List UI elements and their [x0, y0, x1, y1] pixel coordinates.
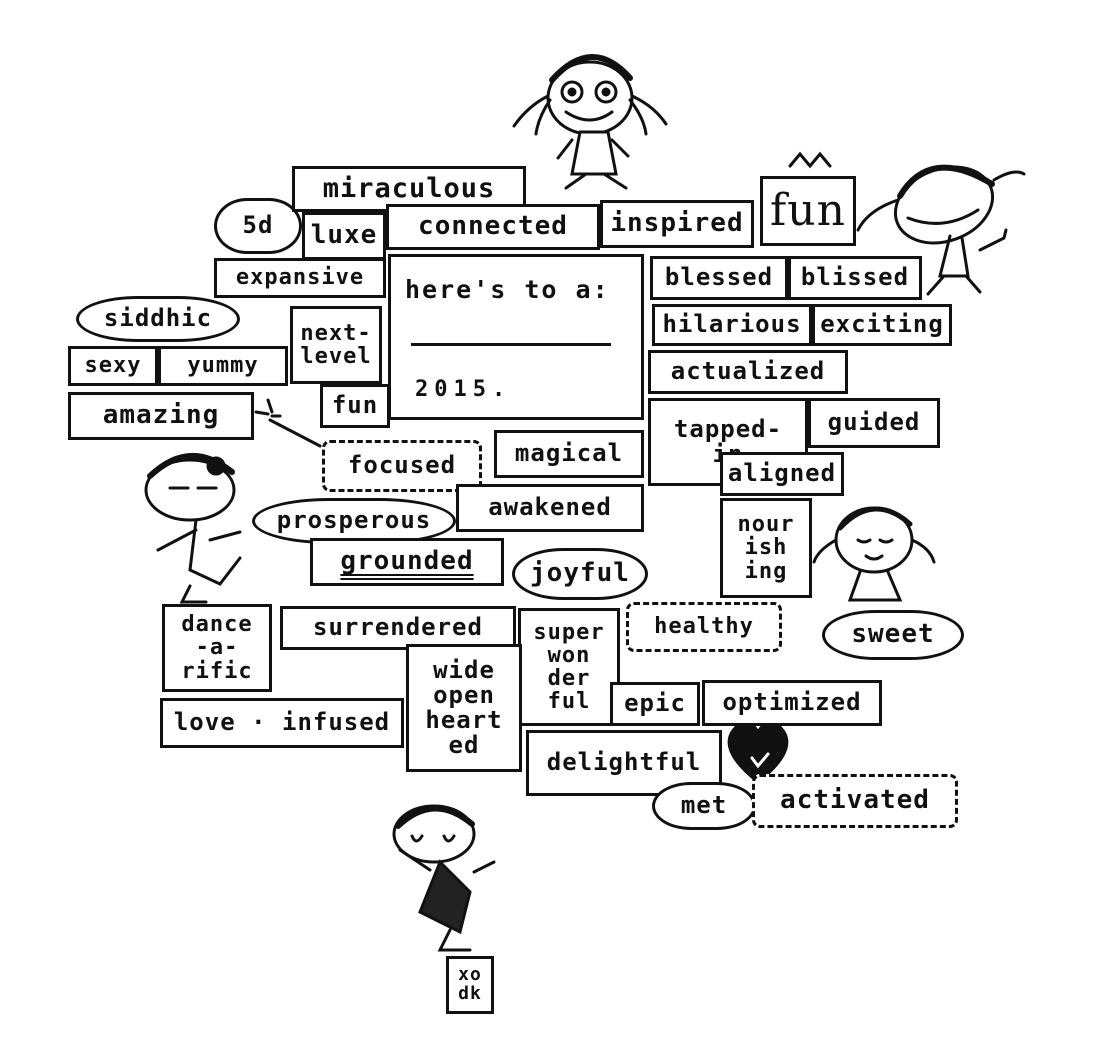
card-heading: here's to a: — [405, 275, 610, 304]
left-character-doodle — [144, 452, 242, 604]
word-luxe: luxe — [302, 212, 386, 260]
card-blank-line — [411, 343, 611, 346]
heart-doodle — [727, 720, 789, 784]
center-card: here's to a: 2015. — [388, 254, 644, 420]
card-year: 2015. — [415, 377, 512, 402]
word-blessed: blessed — [650, 256, 788, 300]
word-joyful: joyful — [512, 548, 648, 600]
signature-box: xo dk — [446, 956, 494, 1014]
word-exciting: exciting — [812, 304, 952, 346]
word-focused: focused — [322, 440, 482, 492]
word-magical: magical — [494, 430, 644, 478]
word-inspired: inspired — [600, 200, 754, 248]
word-love-infused: love · infused — [160, 698, 404, 748]
grounded-label: grounded — [340, 546, 474, 577]
word-yummy: yummy — [158, 346, 288, 386]
word-healthy: healthy — [626, 602, 782, 652]
word-super-wonderful: super won der ful — [518, 608, 620, 726]
word-fun-big: fun — [760, 176, 856, 246]
top-right-character-doodle — [856, 164, 1026, 296]
word-epic: epic — [610, 682, 700, 726]
word-nourishing: nour ish ing — [720, 498, 812, 598]
word-actualized: actualized — [648, 350, 848, 394]
word-hilarious: hilarious — [652, 304, 812, 346]
word-grounded: grounded — [310, 538, 504, 586]
word-5d: 5d — [214, 198, 302, 254]
word-optimized: optimized — [702, 680, 882, 726]
word-sexy: sexy — [68, 346, 158, 386]
word-aligned: aligned — [720, 452, 844, 496]
word-sweet: sweet — [822, 610, 964, 660]
word-next-level: next- level — [290, 306, 382, 384]
word-surrendered: surrendered — [280, 606, 516, 650]
crown-doodle — [788, 151, 832, 169]
word-dance-a-rific: dance -a- rific — [162, 604, 272, 692]
word-wide-open-hearted: wide open heart ed — [406, 644, 522, 772]
word-connected: connected — [386, 204, 600, 250]
word-met: met — [652, 782, 756, 830]
right-character-doodle — [812, 506, 936, 602]
word-fun-small: fun — [320, 384, 390, 428]
word-amazing: amazing — [68, 392, 254, 440]
word-activated: activated — [752, 774, 958, 828]
word-siddhic: siddhic — [76, 296, 240, 342]
word-expansive: expansive — [214, 258, 386, 298]
word-awakened: awakened — [456, 484, 644, 532]
top-character-doodle — [512, 54, 668, 190]
bottom-character-doodle — [392, 804, 496, 952]
sparkle-doodle — [254, 398, 322, 448]
word-blissed: blissed — [788, 256, 922, 300]
word-guided: guided — [808, 398, 940, 448]
